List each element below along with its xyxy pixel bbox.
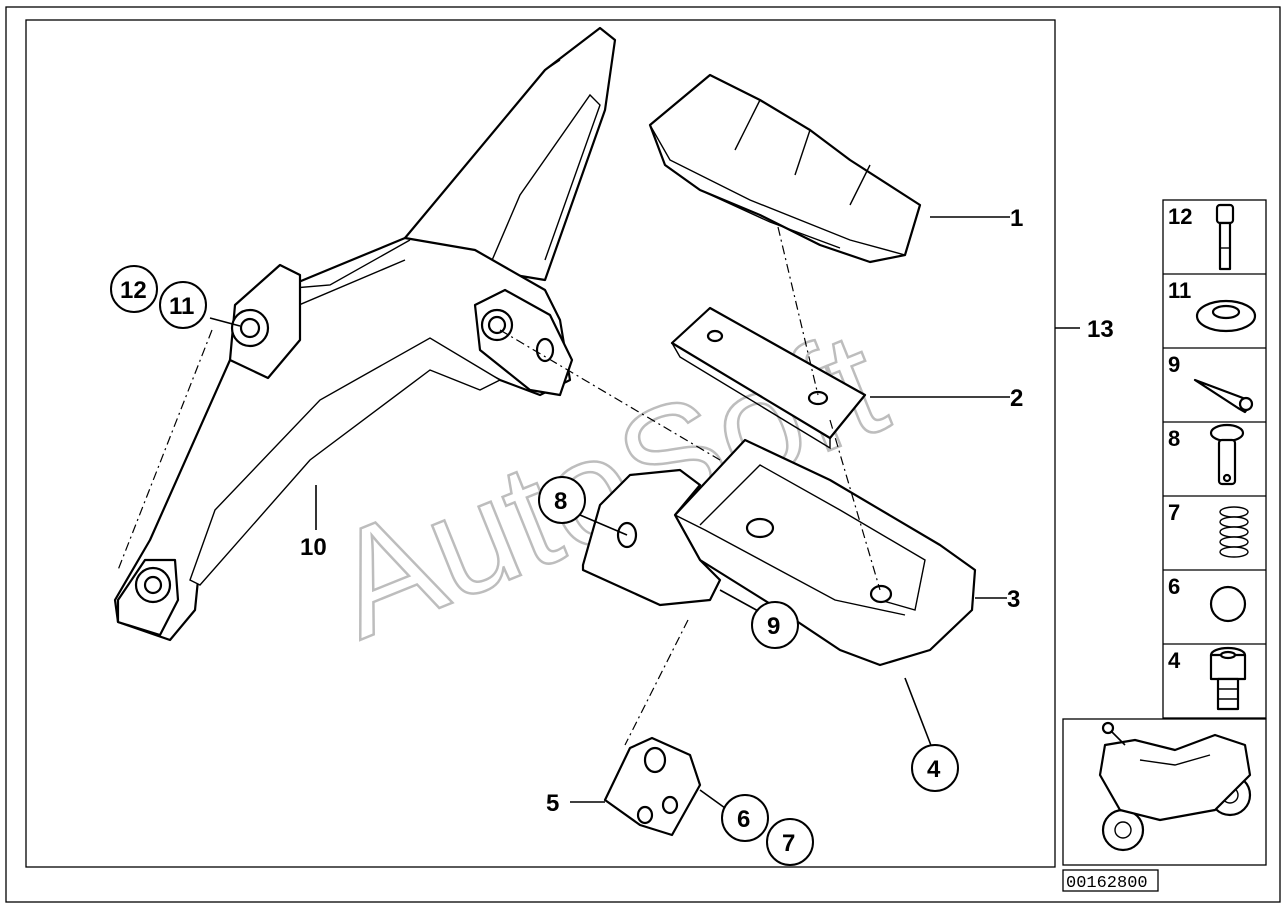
callout-5: 5 (546, 790, 559, 817)
svg-text:4: 4 (927, 756, 941, 783)
svg-text:12: 12 (120, 277, 147, 304)
plate-part-2 (670, 306, 867, 450)
svg-text:6: 6 (737, 806, 750, 833)
svg-text:11: 11 (1168, 278, 1191, 303)
callout-9: 9 (751, 601, 799, 649)
main-frame (25, 19, 1056, 868)
legend-item-6: 6 (1168, 574, 1247, 623)
callout-13: 13 (1087, 316, 1114, 343)
bracket-part-10 (113, 26, 617, 642)
svg-text:3: 3 (1007, 586, 1020, 613)
svg-text:9: 9 (767, 613, 780, 640)
svg-text:5: 5 (546, 790, 559, 817)
rubber-pad-part-1 (648, 73, 922, 264)
svg-text:2: 2 (1010, 385, 1023, 412)
leader-lines (209, 216, 1080, 809)
socket-screw-icon (1209, 646, 1247, 711)
callout-3: 3 (1007, 586, 1020, 613)
svg-text:6: 6 (1168, 574, 1180, 599)
svg-text:9: 9 (1168, 352, 1180, 377)
outer-frame (5, 6, 1281, 903)
svg-text:10: 10 (300, 534, 327, 561)
motorcycle-thumbnail (1062, 718, 1267, 866)
svg-text:1: 1 (1010, 205, 1023, 232)
spring-icon (1219, 506, 1249, 558)
callout-2: 2 (1010, 385, 1023, 412)
callout-10: 10 (300, 534, 327, 561)
motorcycle-icon (1098, 721, 1252, 852)
svg-text:8: 8 (1168, 426, 1180, 451)
svg-text:00162800: 00162800 (1066, 874, 1148, 893)
callout-12: 12 (110, 265, 158, 313)
assembly-lines (117, 226, 881, 746)
legend-item-12: 12 (1168, 203, 1235, 271)
washer-icon (1195, 299, 1257, 333)
svg-text:8: 8 (554, 488, 567, 515)
legend-item-4: 4 (1168, 646, 1247, 711)
image-id-box: 00162800 (1062, 869, 1159, 893)
svg-text:11: 11 (169, 293, 194, 320)
svg-text:7: 7 (782, 830, 795, 857)
svg-text:13: 13 (1087, 316, 1114, 343)
clevis-bracket (581, 468, 722, 607)
plate-part-5 (603, 736, 702, 837)
clevis-pin-icon (1209, 423, 1245, 486)
footrest-part-3 (673, 438, 977, 667)
svg-text:12: 12 (1168, 204, 1192, 229)
legend-column: 12 11 9 8 (1162, 199, 1267, 719)
callout-8: 8 (538, 476, 586, 524)
svg-text:4: 4 (1168, 648, 1181, 673)
legend-item-8: 8 (1168, 423, 1245, 486)
ball-icon (1209, 585, 1247, 623)
legend-item-9: 9 (1168, 352, 1254, 414)
legend-item-7: 7 (1168, 500, 1249, 558)
callout-6: 6 (721, 794, 769, 842)
callout-7: 7 (766, 818, 814, 866)
callout-4: 4 (911, 744, 959, 792)
legend-item-11: 11 (1168, 278, 1257, 333)
bolt-icon (1215, 203, 1235, 271)
callout-11: 11 (159, 281, 207, 329)
svg-text:7: 7 (1168, 500, 1180, 525)
cotter-pin-icon (1193, 378, 1254, 414)
callout-1: 1 (1010, 205, 1023, 232)
